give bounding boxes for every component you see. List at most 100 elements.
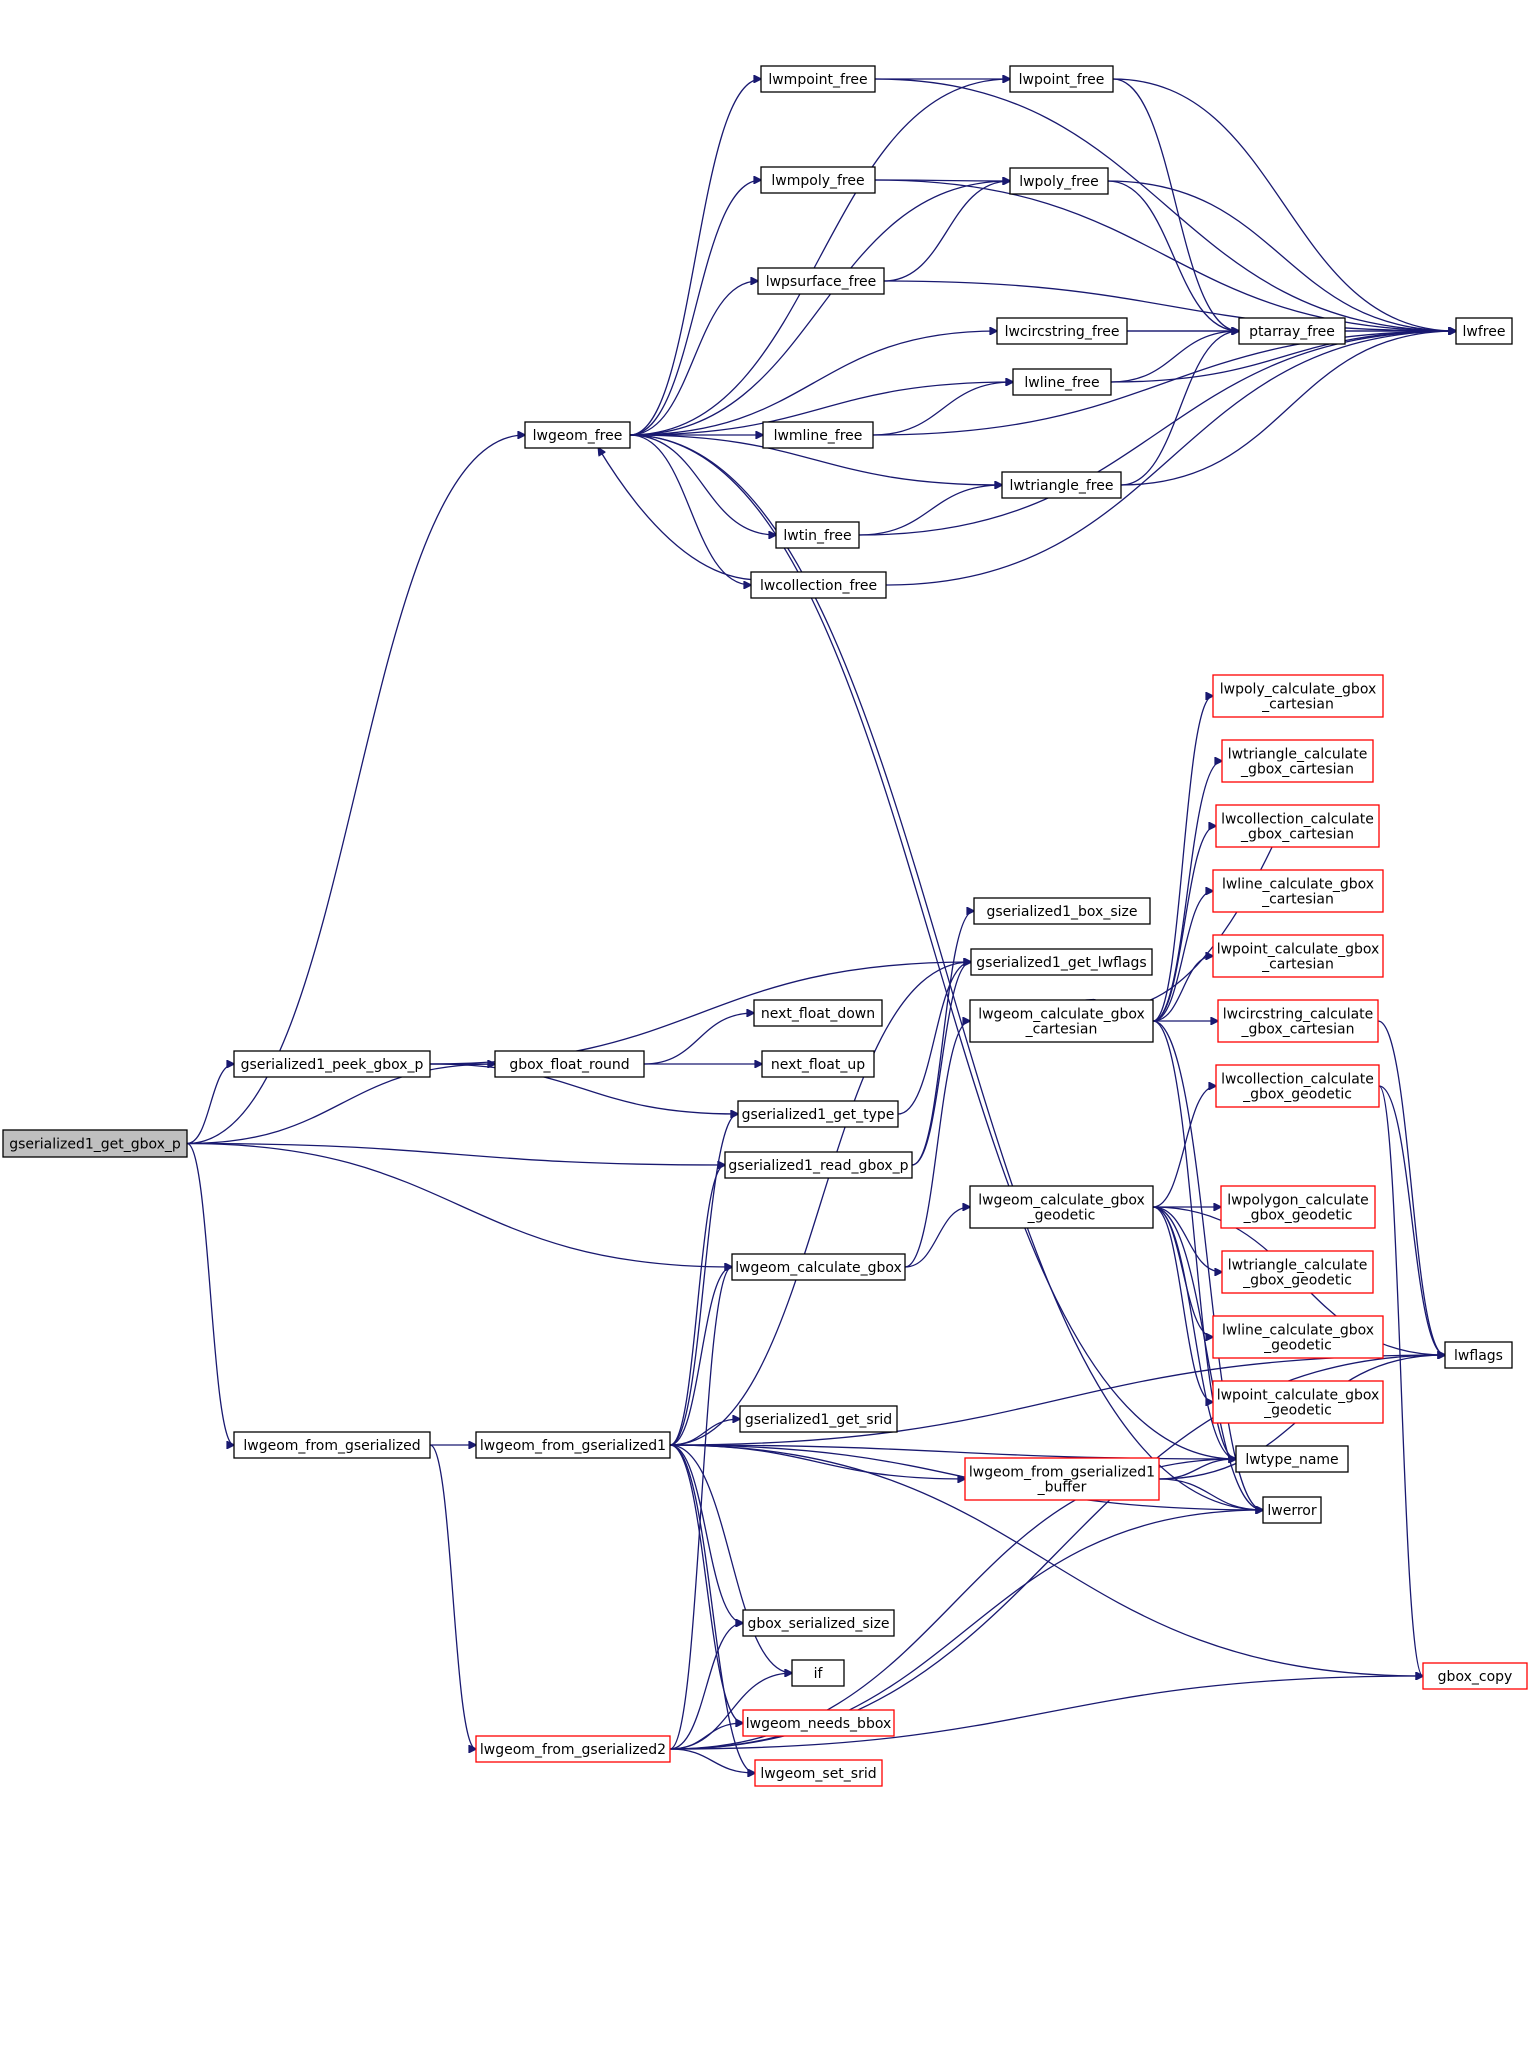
node-box[interactable] xyxy=(742,1709,895,1737)
node-gserialized1_get_srid[interactable]: gserialized1_get_srid xyxy=(739,1405,898,1433)
node-lwline_calculate_gbox_cartesian[interactable]: lwline_calculate_gbox_cartesian xyxy=(1212,869,1384,913)
node-lwline_free[interactable]: lwline_free xyxy=(1012,368,1112,396)
node-lwgeom_needs_bbox[interactable]: lwgeom_needs_bbox xyxy=(742,1709,895,1737)
node-box[interactable] xyxy=(1221,1250,1374,1294)
node-box[interactable] xyxy=(996,317,1128,345)
node-box[interactable] xyxy=(1212,1315,1384,1359)
node-lwpoly_free[interactable]: lwpoly_free xyxy=(1009,167,1109,195)
node-box[interactable] xyxy=(754,1759,883,1787)
node-box[interactable] xyxy=(753,999,883,1027)
node-box[interactable] xyxy=(750,571,887,599)
node-box[interactable] xyxy=(494,1050,645,1078)
node-next_float_down[interactable]: next_float_down xyxy=(753,999,883,1027)
node-gserialized1_get_gbox_p[interactable]: gserialized1_get_gbox_p xyxy=(2,1129,188,1158)
node-lwgeom_calculate_gbox_geodetic[interactable]: lwgeom_calculate_gbox_geodetic xyxy=(969,1185,1154,1229)
node-lwcollection_free[interactable]: lwcollection_free xyxy=(750,571,887,599)
node-lwmpoint_free[interactable]: lwmpoint_free xyxy=(760,65,876,93)
node-lwpoint_calculate_gbox_geodetic[interactable]: lwpoint_calculate_gbox_geodetic xyxy=(1212,1380,1384,1424)
node-lwpsurface_free[interactable]: lwpsurface_free xyxy=(757,267,885,295)
node-lwpoint_calculate_gbox_cartesian[interactable]: lwpoint_calculate_gbox_cartesian xyxy=(1212,934,1384,978)
node-lwmline_free[interactable]: lwmline_free xyxy=(762,421,874,449)
node-lwgeom_calculate_gbox_cartesian[interactable]: lwgeom_calculate_gbox_cartesian xyxy=(969,999,1154,1043)
node-lwgeom_from_gserialized2[interactable]: lwgeom_from_gserialized2 xyxy=(475,1735,671,1763)
node-box[interactable] xyxy=(757,267,885,295)
node-lwgeom_from_gserialized1[interactable]: lwgeom_from_gserialized1 xyxy=(475,1431,671,1459)
node-lwgeom_calculate_gbox[interactable]: lwgeom_calculate_gbox xyxy=(731,1253,906,1281)
node-lwtype_name[interactable]: lwtype_name xyxy=(1235,1445,1349,1473)
node-lwline_calculate_gbox_geodetic[interactable]: lwline_calculate_gbox_geodetic xyxy=(1212,1315,1384,1359)
node-box[interactable] xyxy=(475,1735,671,1763)
node-lwgeom_from_gserialized1_buffer[interactable]: lwgeom_from_gserialized1_buffer xyxy=(964,1457,1160,1501)
node-box[interactable] xyxy=(1009,167,1109,195)
node-lwtin_free[interactable]: lwtin_free xyxy=(775,521,860,549)
node-lwcircstring_calculate_gbox_cartesian[interactable]: lwcircstring_calculate_gbox_cartesian xyxy=(1217,999,1379,1043)
node-box[interactable] xyxy=(761,1050,875,1078)
node-gserialized1_get_lwflags[interactable]: gserialized1_get_lwflags xyxy=(970,948,1153,976)
node-lwpoly_calculate_gbox_cartesian[interactable]: lwpoly_calculate_gbox_cartesian xyxy=(1212,674,1384,718)
node-lwgeom_from_gserialized[interactable]: lwgeom_from_gserialized xyxy=(233,1431,431,1459)
node-box[interactable] xyxy=(791,1659,845,1687)
node-gbox_float_round[interactable]: gbox_float_round xyxy=(494,1050,645,1078)
node-box[interactable] xyxy=(973,897,1151,925)
node-lwtriangle_calculate_gbox_geodetic[interactable]: lwtriangle_calculate_gbox_geodetic xyxy=(1221,1250,1374,1294)
node-box[interactable] xyxy=(724,1151,913,1179)
node-lwcollection_calculate_gbox_cartesian[interactable]: lwcollection_calculate_gbox_cartesian xyxy=(1215,804,1380,848)
node-box[interactable] xyxy=(760,65,876,93)
node-lwtriangle_calculate_gbox_cartesian[interactable]: lwtriangle_calculate_gbox_cartesian xyxy=(1221,739,1374,783)
node-box[interactable] xyxy=(1220,1185,1376,1229)
node-lwpolygon_calculate_gbox_geodetic[interactable]: lwpolygon_calculate_gbox_geodetic xyxy=(1220,1185,1376,1229)
node-lwcollection_calculate_gbox_geodetic[interactable]: lwcollection_calculate_gbox_geodetic xyxy=(1215,1064,1380,1108)
node-if[interactable]: if xyxy=(791,1659,845,1687)
node-box[interactable] xyxy=(1212,869,1384,913)
node-box[interactable] xyxy=(233,1050,431,1078)
node-box[interactable] xyxy=(1262,1496,1322,1524)
node-gserialized1_get_type[interactable]: gserialized1_get_type xyxy=(737,1100,899,1128)
node-box[interactable] xyxy=(1212,1380,1384,1424)
node-box[interactable] xyxy=(742,1609,895,1637)
node-box[interactable] xyxy=(964,1457,1160,1501)
node-box[interactable] xyxy=(760,166,876,194)
node-box[interactable] xyxy=(731,1253,906,1281)
node-box[interactable] xyxy=(1422,1662,1528,1690)
node-box[interactable] xyxy=(1221,739,1374,783)
node-gbox_serialized_size[interactable]: gbox_serialized_size xyxy=(742,1609,895,1637)
node-box[interactable] xyxy=(1444,1341,1513,1369)
node-box[interactable] xyxy=(1455,317,1513,345)
node-lwmpoly_free[interactable]: lwmpoly_free xyxy=(760,166,876,194)
node-lwfree[interactable]: lwfree xyxy=(1455,317,1513,345)
node-ptarray_free[interactable]: ptarray_free xyxy=(1238,317,1346,345)
node-box[interactable] xyxy=(969,999,1154,1043)
node-box[interactable] xyxy=(1215,804,1380,848)
node-gserialized1_read_gbox_p[interactable]: gserialized1_read_gbox_p xyxy=(724,1151,913,1179)
node-box[interactable] xyxy=(737,1100,899,1128)
node-box[interactable] xyxy=(475,1431,671,1459)
node-gbox_copy[interactable]: gbox_copy xyxy=(1422,1662,1528,1690)
node-box[interactable] xyxy=(1012,368,1112,396)
node-box[interactable] xyxy=(1217,999,1379,1043)
node-box[interactable] xyxy=(1215,1064,1380,1108)
node-lwflags[interactable]: lwflags xyxy=(1444,1341,1513,1369)
node-box[interactable] xyxy=(775,521,860,549)
node-gserialized1_box_size[interactable]: gserialized1_box_size xyxy=(973,897,1151,925)
node-box[interactable] xyxy=(524,421,631,449)
node-box[interactable] xyxy=(739,1405,898,1433)
node-box[interactable] xyxy=(1238,317,1346,345)
node-lwpoint_free[interactable]: lwpoint_free xyxy=(1009,65,1114,93)
node-lwgeom_set_srid[interactable]: lwgeom_set_srid xyxy=(754,1759,883,1787)
node-box[interactable] xyxy=(1212,934,1384,978)
node-lwgeom_free[interactable]: lwgeom_free xyxy=(524,421,631,449)
node-next_float_up[interactable]: next_float_up xyxy=(761,1050,875,1078)
node-box[interactable] xyxy=(1235,1445,1349,1473)
node-lwcircstring_free[interactable]: lwcircstring_free xyxy=(996,317,1128,345)
node-box[interactable] xyxy=(1001,471,1122,499)
node-box[interactable] xyxy=(1212,674,1384,718)
node-box[interactable] xyxy=(233,1431,431,1459)
node-box[interactable] xyxy=(970,948,1153,976)
node-box[interactable] xyxy=(1009,65,1114,93)
node-gserialized1_peek_gbox_p[interactable]: gserialized1_peek_gbox_p xyxy=(233,1050,431,1078)
node-lwtriangle_free[interactable]: lwtriangle_free xyxy=(1001,471,1122,499)
node-box[interactable] xyxy=(969,1185,1154,1229)
node-box[interactable] xyxy=(762,421,874,449)
node-lwerror[interactable]: lwerror xyxy=(1262,1496,1322,1524)
node-box[interactable] xyxy=(2,1129,188,1158)
